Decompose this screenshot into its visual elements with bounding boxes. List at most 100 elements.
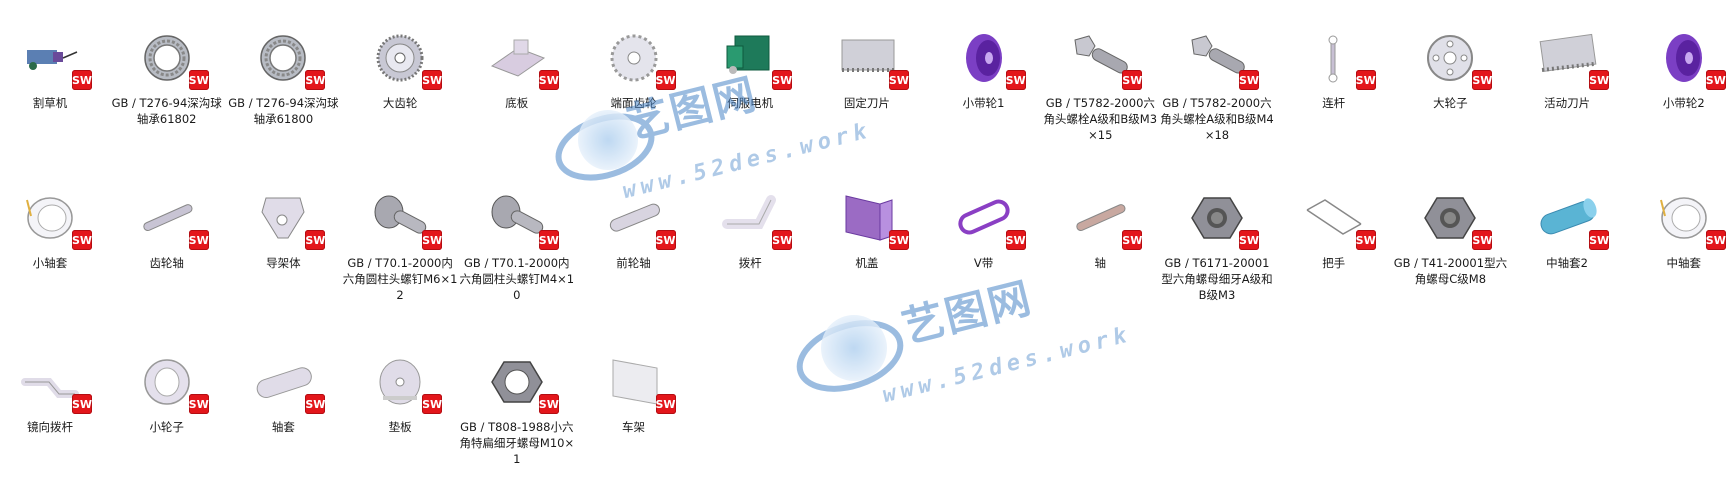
file-item[interactable]: SW GB / T6171-20001型六角螺母细牙A级和B级M3: [1159, 186, 1275, 303]
file-name-label: GB / T276-94深沟球轴承61800: [228, 96, 339, 126]
file-name-label: 小轴套: [32, 256, 68, 270]
solidworks-badge-icon: SW: [1006, 70, 1026, 90]
file-name-label: GB / T5782-2000六角头螺栓A级和B级M4×18: [1160, 96, 1274, 142]
washer-icon: [379, 359, 421, 405]
file-thumbnail: SW: [477, 186, 559, 250]
small-wheel-icon: [143, 359, 190, 405]
file-item[interactable]: SW 中轴套2: [1509, 186, 1625, 271]
mower-assembly-icon: [27, 50, 78, 70]
file-item[interactable]: SW GB / T41-20001型六角螺母C级M8: [1392, 186, 1508, 287]
file-item[interactable]: SW 拨杆: [692, 186, 808, 271]
solidworks-badge-icon: SW: [1589, 230, 1609, 250]
file-item[interactable]: SW GB / T808-1988小六角特扁细牙螺母M10×1: [459, 350, 575, 467]
file-item[interactable]: SW GB / T276-94深沟球轴承61802: [109, 26, 225, 127]
file-thumbnail: SW: [243, 186, 325, 250]
file-thumbnail: SW: [1644, 186, 1726, 250]
file-thumbnail: SW: [710, 186, 792, 250]
file-thumbnail: SW: [10, 186, 92, 250]
file-name-label: 小带轮2: [1662, 96, 1705, 110]
solidworks-badge-icon: SW: [422, 70, 442, 90]
file-thumbnail: SW: [944, 26, 1026, 90]
file-item[interactable]: SW V带: [926, 186, 1042, 271]
hex-bolt-icon: [1074, 35, 1129, 74]
file-name-label: 车架: [622, 420, 645, 434]
solidworks-badge-icon: SW: [189, 230, 209, 250]
file-thumbnail: SW: [243, 350, 325, 414]
lever-icon: [722, 195, 777, 229]
solidworks-badge-icon: SW: [539, 70, 559, 90]
file-item[interactable]: SW 固定刀片: [809, 26, 925, 111]
file-item[interactable]: SW 机盖: [809, 186, 925, 271]
file-item[interactable]: SW 活动刀片: [1509, 26, 1625, 111]
file-item[interactable]: SW 镜向拨杆: [0, 350, 108, 435]
file-name-label: 小轮子: [149, 420, 184, 434]
file-item[interactable]: SW 轴: [1042, 186, 1158, 271]
file-item[interactable]: SW 割草机: [0, 26, 108, 111]
file-item[interactable]: SW GB / T276-94深沟球轴承61800: [225, 26, 341, 127]
file-name-label: 轴: [1094, 256, 1107, 270]
file-item[interactable]: SW 端面齿轮: [576, 26, 692, 111]
solidworks-badge-icon: SW: [305, 394, 325, 414]
base-plate-icon: [490, 39, 545, 77]
pulley-icon: [1665, 34, 1702, 82]
solidworks-badge-icon: SW: [305, 70, 325, 90]
solidworks-badge-icon: SW: [1472, 70, 1492, 90]
file-item[interactable]: SW 车架: [576, 350, 692, 435]
solidworks-badge-icon: SW: [1589, 70, 1609, 90]
file-item[interactable]: SW 前轮轴: [576, 186, 692, 271]
hex-nut-icon: [1191, 197, 1243, 239]
file-item[interactable]: SW 齿轮轴: [109, 186, 225, 271]
file-item[interactable]: SW 伺服电机: [692, 26, 808, 111]
solidworks-badge-icon: SW: [1006, 230, 1026, 250]
file-item[interactable]: SW 小带轮1: [926, 26, 1042, 111]
file-item[interactable]: SW GB / T5782-2000六角头螺栓A级和B级M3×15: [1042, 26, 1158, 143]
solidworks-badge-icon: SW: [1239, 70, 1259, 90]
solidworks-badge-icon: SW: [772, 230, 792, 250]
file-thumbnail: SW: [1177, 186, 1259, 250]
file-item[interactable]: SW 连杆: [1276, 26, 1392, 111]
socket-screw-icon: [374, 195, 427, 234]
file-thumbnail: SW: [127, 350, 209, 414]
solidworks-badge-icon: SW: [1472, 230, 1492, 250]
shaft-icon: [143, 204, 193, 232]
file-thumbnail: SW: [827, 186, 909, 250]
file-item[interactable]: SW 中轴套: [1626, 186, 1727, 271]
socket-screw-icon: [491, 195, 544, 234]
solidworks-badge-icon: SW: [72, 230, 92, 250]
file-name-label: 中轴套2: [1546, 256, 1588, 270]
file-name-label: GB / T6171-20001型六角螺母细牙A级和B级M3: [1161, 256, 1273, 302]
file-item[interactable]: SW 轴套: [225, 350, 341, 435]
file-item[interactable]: SW GB / T70.1-2000内六角圆柱头螺钉M4×10: [459, 186, 575, 303]
file-item[interactable]: SW 把手: [1276, 186, 1392, 271]
file-thumbnail: SW: [1177, 26, 1259, 90]
file-thumbnail: SW: [1060, 26, 1142, 90]
solidworks-badge-icon: SW: [539, 230, 559, 250]
file-item[interactable]: SW GB / T5782-2000六角头螺栓A级和B级M4×18: [1159, 26, 1275, 143]
file-name-label: GB / T41-20001型六角螺母C级M8: [1393, 256, 1508, 286]
file-thumbnail: SW: [1294, 26, 1376, 90]
file-item[interactable]: SW 大齿轮: [342, 26, 458, 111]
bushing-icon: [1659, 197, 1707, 239]
solidworks-badge-icon: SW: [889, 230, 909, 250]
solidworks-badge-icon: SW: [655, 70, 676, 90]
file-name-label: 小带轮1: [962, 96, 1005, 110]
file-name-label: GB / T70.1-2000内六角圆柱头螺钉M4×10: [459, 256, 575, 302]
file-name-label: 拨杆: [738, 256, 762, 270]
file-item[interactable]: SW 小轴套: [0, 186, 108, 271]
hex-bolt-icon: [1191, 35, 1245, 74]
file-thumbnail: SW: [360, 186, 442, 250]
file-thumbnail: SW: [944, 186, 1026, 250]
file-thumbnail: SW: [594, 186, 676, 250]
file-item[interactable]: SW 小带轮2: [1626, 26, 1727, 111]
file-item[interactable]: SW GB / T70.1-2000内六角圆柱头螺钉M6×12: [342, 186, 458, 303]
solidworks-badge-icon: SW: [655, 230, 676, 250]
file-thumbnail: SW: [360, 26, 442, 90]
file-item[interactable]: SW 垫板: [342, 350, 458, 435]
file-item[interactable]: SW 导架体: [225, 186, 341, 271]
gear-icon: [376, 34, 424, 82]
file-item[interactable]: SW 大轮子: [1392, 26, 1508, 111]
file-thumbnail: SW: [594, 350, 676, 414]
file-item[interactable]: SW 底板: [459, 26, 575, 111]
file-name-label: GB / T276-94深沟球轴承61802: [111, 96, 222, 126]
file-item[interactable]: SW 小轮子: [109, 350, 225, 435]
